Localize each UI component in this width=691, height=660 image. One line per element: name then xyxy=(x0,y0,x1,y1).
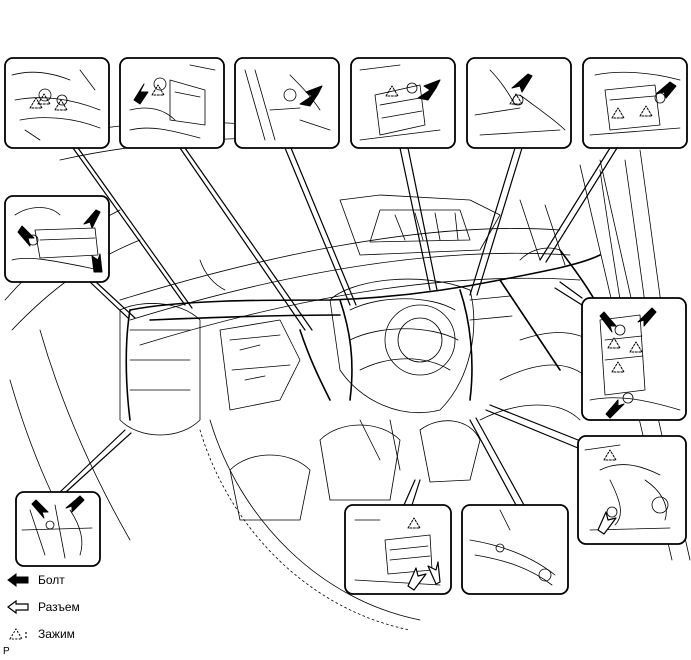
clamp-icon xyxy=(509,93,523,105)
bolt-arrow-icon xyxy=(599,311,617,333)
bolt-arrow-icon xyxy=(511,73,533,93)
legend-item-bolt: Болт xyxy=(6,572,65,588)
detail-view-6 xyxy=(582,57,688,149)
clamp-icon xyxy=(29,93,68,111)
legend-item-connector: Разъем xyxy=(6,599,80,615)
bolt-arrow-icon xyxy=(417,79,441,101)
bolt-arrow-icon xyxy=(299,85,323,107)
connector-arrow-icon xyxy=(407,567,427,591)
callout-leader-lines xyxy=(59,147,618,506)
clamp-icon xyxy=(407,517,421,529)
detail-view-11 xyxy=(344,504,452,595)
legend-connector-label: Разъем xyxy=(38,600,80,614)
bolt-arrow-icon xyxy=(133,83,149,105)
legend-clamp-label: Зажим xyxy=(38,627,75,641)
clamp-icon xyxy=(385,85,399,97)
connector-arrow-icon xyxy=(597,511,617,535)
detail-view-8 xyxy=(581,297,687,421)
legend-item-clamp: Зажим xyxy=(6,626,75,642)
connector-arrow-icon xyxy=(7,600,29,614)
bolt-arrow-icon xyxy=(605,399,625,419)
detail-view-5 xyxy=(466,57,572,149)
bolt-arrow-icon xyxy=(83,209,101,229)
clamp-icon xyxy=(611,105,653,119)
legend-bolt-label: Болт xyxy=(38,573,65,587)
clamp-icon xyxy=(151,84,165,96)
detail-view-1 xyxy=(4,57,110,149)
detail-view-4 xyxy=(350,57,456,149)
detail-view-9 xyxy=(577,435,687,545)
clamp-triangle-icon xyxy=(9,628,27,640)
detail-view-3 xyxy=(234,57,340,149)
bolt-arrow-icon xyxy=(655,81,677,99)
bolt-arrow-icon xyxy=(17,225,35,247)
bolt-arrow-icon xyxy=(91,253,103,273)
detail-view-2 xyxy=(119,57,225,149)
connector-arrow-icon xyxy=(427,561,441,585)
detail-view-10 xyxy=(15,491,101,567)
clamp-icon xyxy=(603,449,617,461)
figure-code: P xyxy=(3,646,10,657)
bolt-arrow-icon xyxy=(7,573,29,587)
clamp-icon xyxy=(607,337,643,373)
bolt-arrow-icon xyxy=(65,495,85,513)
detail-view-7 xyxy=(4,195,110,283)
bolt-arrow-icon xyxy=(637,307,657,327)
detail-view-12 xyxy=(461,504,569,595)
bolt-arrow-icon xyxy=(31,499,49,519)
